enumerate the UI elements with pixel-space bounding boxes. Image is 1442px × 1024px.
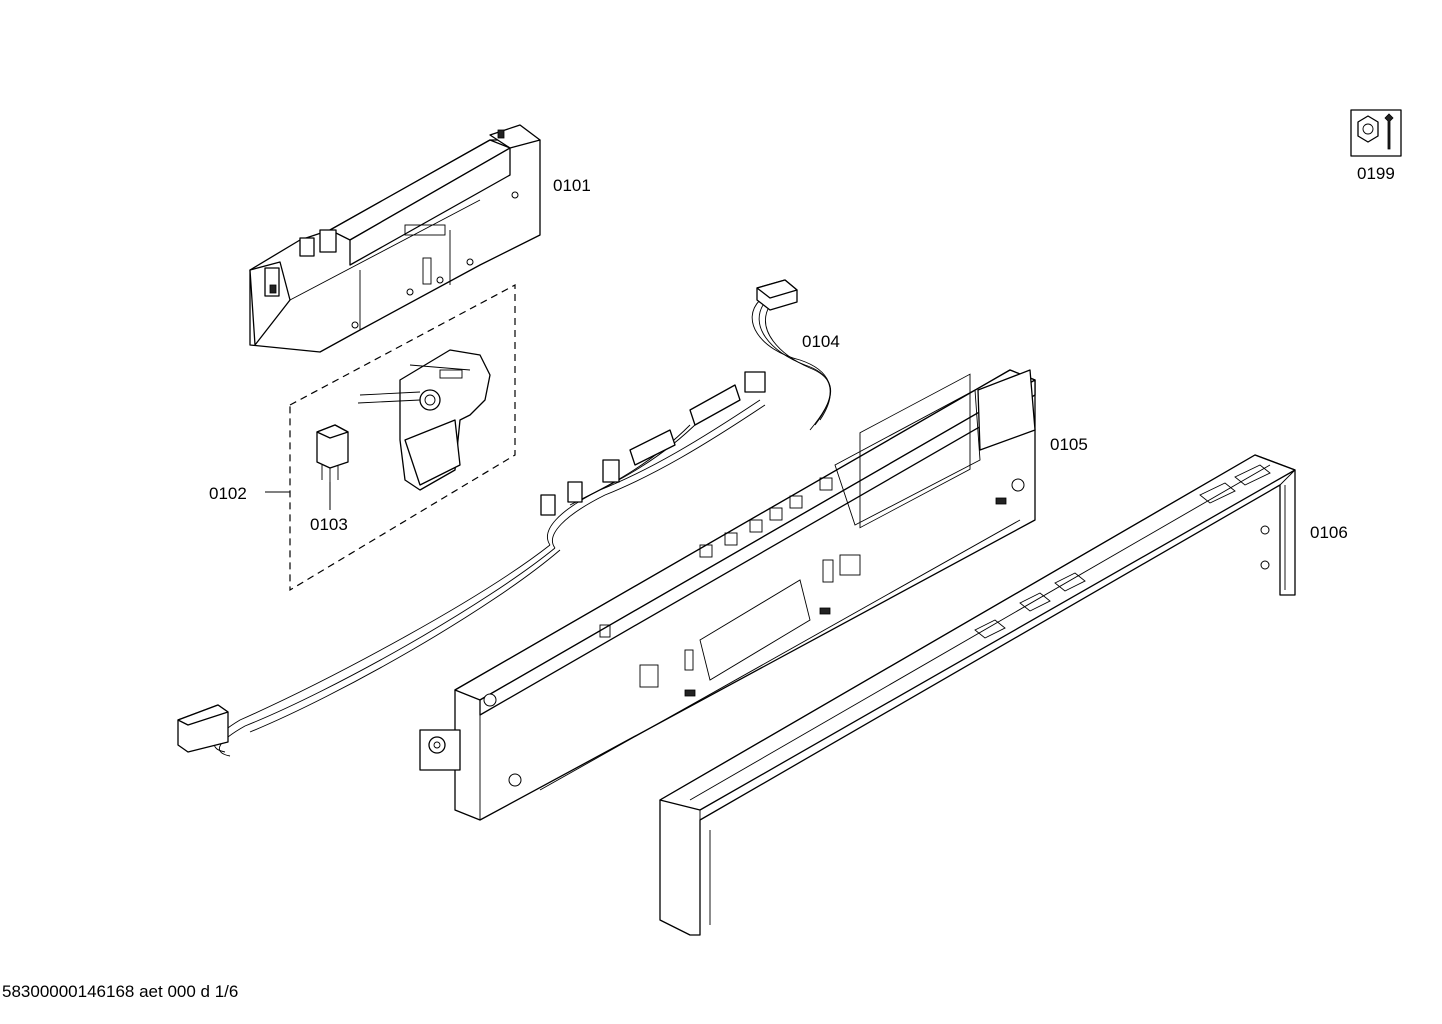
callout-0105: 0105 xyxy=(1050,435,1088,454)
callout-0199: 0199 xyxy=(1357,164,1395,183)
document-code: 58300000146168 aet 000 d 1/6 xyxy=(2,982,239,1001)
callout-0103: 0103 xyxy=(310,515,348,534)
nut-wrench-icon xyxy=(1350,109,1402,157)
part-0105-control-panel-frame[interactable] xyxy=(419,369,1036,821)
part-0102-assembly-group[interactable] xyxy=(289,284,516,592)
callout-0102: 0102 xyxy=(209,484,247,503)
callout-0101: 0101 xyxy=(553,176,591,195)
part-0104-wiring-harness[interactable] xyxy=(177,279,832,757)
part-0103-micro-switch[interactable] xyxy=(316,424,349,510)
part-0101-control-module[interactable] xyxy=(249,124,541,353)
callout-0104: 0104 xyxy=(802,332,840,351)
part-0102-door-lock[interactable] xyxy=(357,349,491,491)
part-0106-trim-frame[interactable] xyxy=(659,454,1296,936)
callout-0106: 0106 xyxy=(1310,523,1348,542)
